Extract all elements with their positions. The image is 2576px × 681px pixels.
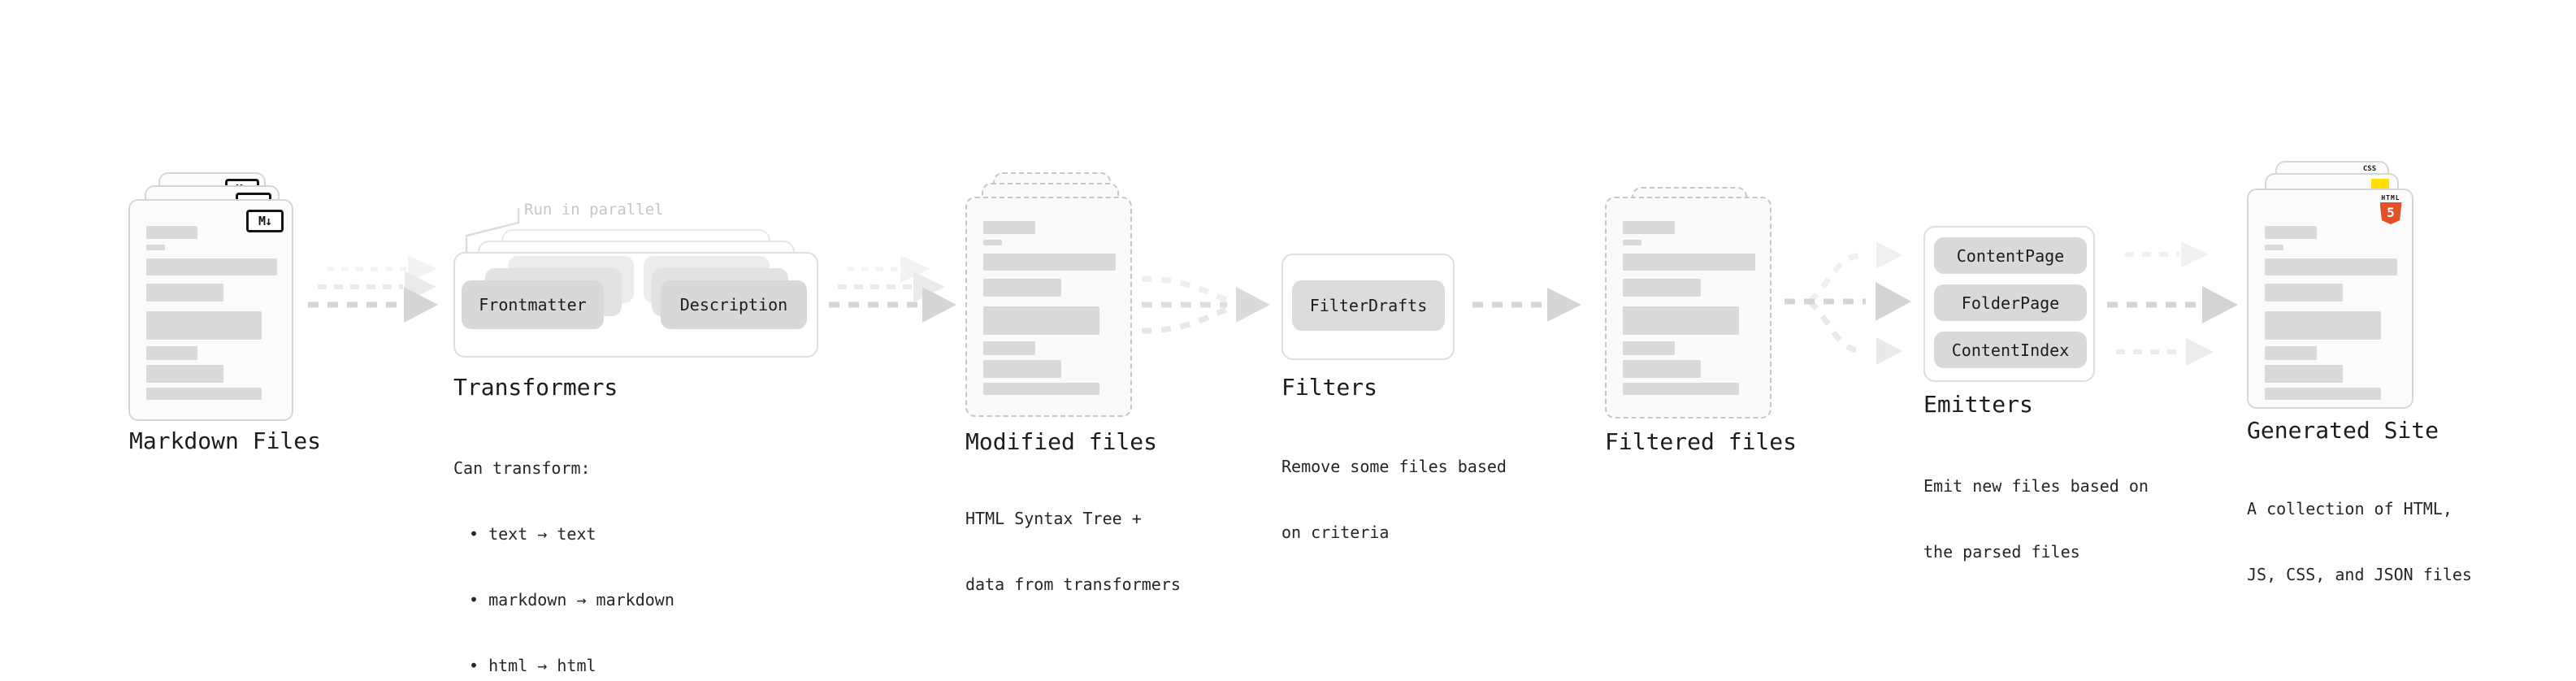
skeleton-line: [146, 388, 262, 400]
skeleton-line: [2265, 346, 2317, 360]
markdown-file-card-front: M↓: [128, 199, 293, 421]
skeleton-line: [2265, 365, 2344, 383]
generated-site-label: Generated Site: [2247, 417, 2439, 444]
site-file-card-html: HTML 5: [2247, 189, 2413, 409]
skeleton-line: [983, 383, 1100, 395]
skeleton-line: [146, 226, 197, 239]
modified-files-label: Modified files: [965, 428, 1158, 455]
skeleton-line: [1623, 240, 1641, 245]
subtitle-line: the parsed files: [1923, 542, 2080, 562]
skeleton-line: [1623, 306, 1740, 335]
skeleton-line: [983, 360, 1062, 378]
arrow-modified-to-filters: [1141, 275, 1270, 334]
skeleton-line: [1623, 279, 1702, 297]
skeleton-line: [2265, 245, 2283, 250]
skeleton-line: [146, 365, 223, 383]
frontmatter-pill: Frontmatter: [462, 280, 604, 329]
html5-icon-label: HTML: [2381, 194, 2400, 202]
skeleton-line: [1623, 360, 1702, 378]
css-icon-label: CSS: [2362, 165, 2377, 173]
markdown-icon: M↓: [246, 210, 284, 232]
document-placeholder-lines: [2265, 226, 2397, 400]
filterdrafts-pill: FilterDrafts: [1292, 280, 1445, 331]
skeleton-line: [146, 346, 197, 360]
transformers-bullet: • markdown → markdown: [469, 590, 674, 609]
transformers-bullet: • html → html: [469, 656, 596, 675]
subtitle-line: Remove some files based: [1281, 457, 1507, 476]
subtitle-line: HTML Syntax Tree +: [965, 509, 1142, 528]
modified-file-card-front: [965, 197, 1132, 417]
subtitle-line: Emit new files based on: [1923, 476, 2149, 496]
transformers-bullet: • text → text: [469, 524, 596, 544]
subtitle-line: A collection of HTML,: [2247, 499, 2452, 518]
skeleton-line: [983, 221, 1035, 234]
arrow-filters-to-filtered: [1472, 288, 1581, 322]
transformers-label: Transformers: [453, 374, 618, 401]
skeleton-line: [2265, 284, 2344, 301]
skeleton-line: [146, 245, 165, 250]
arrow-markdown-to-transformers: [308, 255, 438, 323]
generated-site-subtitle: A collection of HTML, JS, CSS, and JSON …: [2247, 454, 2472, 630]
skeleton-line: [1623, 341, 1675, 355]
skeleton-line: [2265, 258, 2397, 275]
filters-label: Filters: [1281, 374, 1378, 401]
contentpage-pill: ContentPage: [1934, 237, 2087, 274]
skeleton-line: [146, 284, 223, 301]
contentindex-pill: ContentIndex: [1934, 332, 2087, 368]
modified-files-subtitle: HTML Syntax Tree + data from transformer…: [965, 464, 1181, 640]
run-in-parallel-connector: [465, 208, 520, 254]
document-placeholder-lines: [1623, 221, 1755, 395]
emitters-subtitle: Emit new files based on the parsed files: [1923, 432, 2149, 607]
transformers-desc-heading: Can transform:: [453, 458, 591, 478]
arrow-transformers-to-modified: [829, 255, 956, 323]
skeleton-line: [1623, 221, 1675, 234]
emitters-label: Emitters: [1923, 391, 2033, 418]
skeleton-line: [1623, 383, 1740, 395]
skeleton-line: [983, 279, 1062, 297]
skeleton-line: [983, 254, 1116, 271]
skeleton-line: [146, 258, 277, 275]
skeleton-line: [983, 341, 1035, 355]
markdown-files-label: Markdown Files: [129, 427, 322, 454]
html5-shield: 5: [2379, 202, 2402, 224]
document-placeholder-lines: [146, 226, 277, 400]
document-placeholder-lines: [983, 221, 1116, 395]
skeleton-line: [2265, 311, 2382, 340]
js-file-icon: [2371, 179, 2389, 190]
description-pill: Description: [661, 280, 807, 329]
subtitle-line: on criteria: [1281, 523, 1390, 542]
transformers-description: Can transform: • text → text • markdown …: [453, 414, 674, 681]
filters-subtitle: Remove some files based on criteria: [1281, 412, 1507, 588]
subtitle-line: JS, CSS, and JSON files: [2247, 565, 2472, 584]
skeleton-line: [983, 306, 1100, 335]
arrow-emitters-to-site: [2107, 241, 2238, 366]
run-in-parallel-note: Run in parallel: [524, 201, 664, 219]
arrow-filtered-to-emitters: [1785, 241, 1911, 365]
skeleton-line: [983, 240, 1002, 245]
filtered-files-label: Filtered files: [1605, 428, 1798, 455]
skeleton-line: [2265, 226, 2317, 239]
filtered-file-card-front: [1605, 197, 1772, 419]
skeleton-line: [1623, 254, 1755, 271]
subtitle-line: data from transformers: [965, 575, 1181, 594]
html5-number: 5: [2387, 205, 2395, 220]
folderpage-pill: FolderPage: [1934, 284, 2087, 321]
html5-file-icon: HTML 5: [2379, 194, 2403, 224]
skeleton-line: [146, 311, 262, 340]
skeleton-line: [2265, 388, 2382, 400]
